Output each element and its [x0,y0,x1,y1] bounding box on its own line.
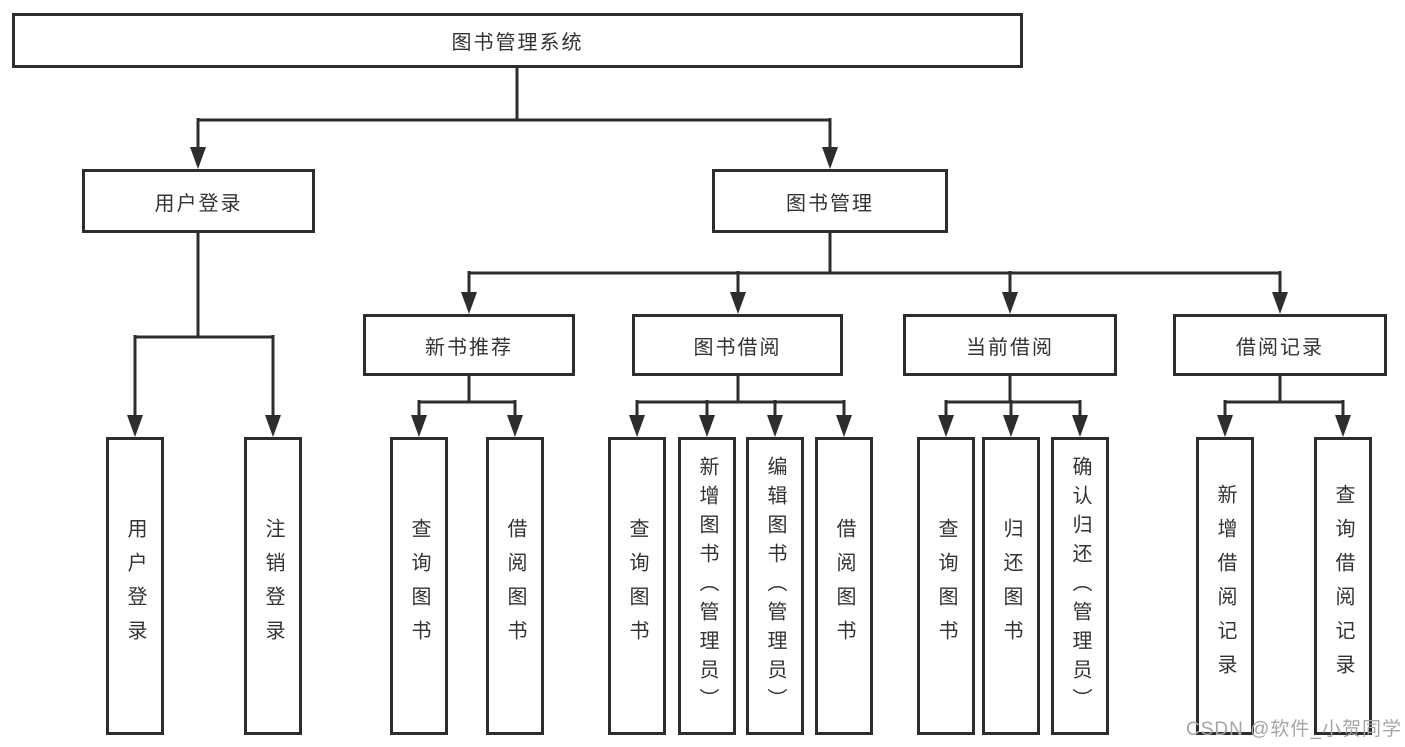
node-label: 查询图书 [935,518,957,654]
node-library-system-root: 图书管理系统 [12,13,1023,68]
node-label: 借阅图书 [833,518,855,654]
node-label: 查询图书 [626,518,648,654]
leaf-query-books-recommend: 查询图书 [390,437,448,735]
leaf-edit-book-admin: 编辑图书（管理员） [746,437,804,735]
node-label: 新书推荐 [425,336,513,359]
node-label: 图书管理系统 [451,32,584,54]
node-label: 查询借阅记录 [1332,484,1354,688]
node-new-book-recommend: 新书推荐 [363,314,575,376]
node-label: 借阅图书 [504,518,526,654]
leaf-add-book-admin: 新增图书（管理员） [678,437,736,735]
leaf-add-borrow-record: 新增借阅记录 [1196,437,1254,735]
node-book-management: 图书管理 [712,169,948,233]
leaf-logout: 注销登录 [244,437,302,735]
node-label: 编辑图书（管理员） [764,455,786,717]
node-borrow-records: 借阅记录 [1173,314,1387,376]
node-user-login: 用户登录 [82,169,315,233]
leaf-borrow-books: 借阅图书 [815,437,873,735]
leaf-query-books-borrow: 查询图书 [608,437,666,735]
node-label: 用户登录 [124,518,146,654]
csdn-watermark: CSDN @软件_小贺同学 [1186,719,1402,740]
node-label: 确认归还（管理员） [1069,455,1091,717]
leaf-return-book: 归还图书 [982,437,1040,735]
leaf-user-login: 用户登录 [106,437,164,735]
node-label: 新增图书（管理员） [696,455,718,717]
node-label: 图书借阅 [693,336,782,359]
leaf-confirm-return-admin: 确认归还（管理员） [1051,437,1109,735]
node-label: 归还图书 [1000,518,1022,654]
node-label: 借阅记录 [1236,336,1324,359]
node-label: 注销登录 [262,518,284,654]
node-label: 新增借阅记录 [1214,484,1236,688]
leaf-query-books-current: 查询图书 [917,437,975,735]
node-label: 当前借阅 [966,336,1054,359]
node-label: 查询图书 [408,518,430,654]
node-book-borrow: 图书借阅 [632,314,843,376]
node-current-borrow: 当前借阅 [903,314,1117,376]
leaf-borrow-books-recommend: 借阅图书 [486,437,544,735]
node-label: 用户登录 [154,192,243,215]
node-label: 图书管理 [786,192,874,215]
leaf-query-borrow-record: 查询借阅记录 [1314,437,1372,735]
